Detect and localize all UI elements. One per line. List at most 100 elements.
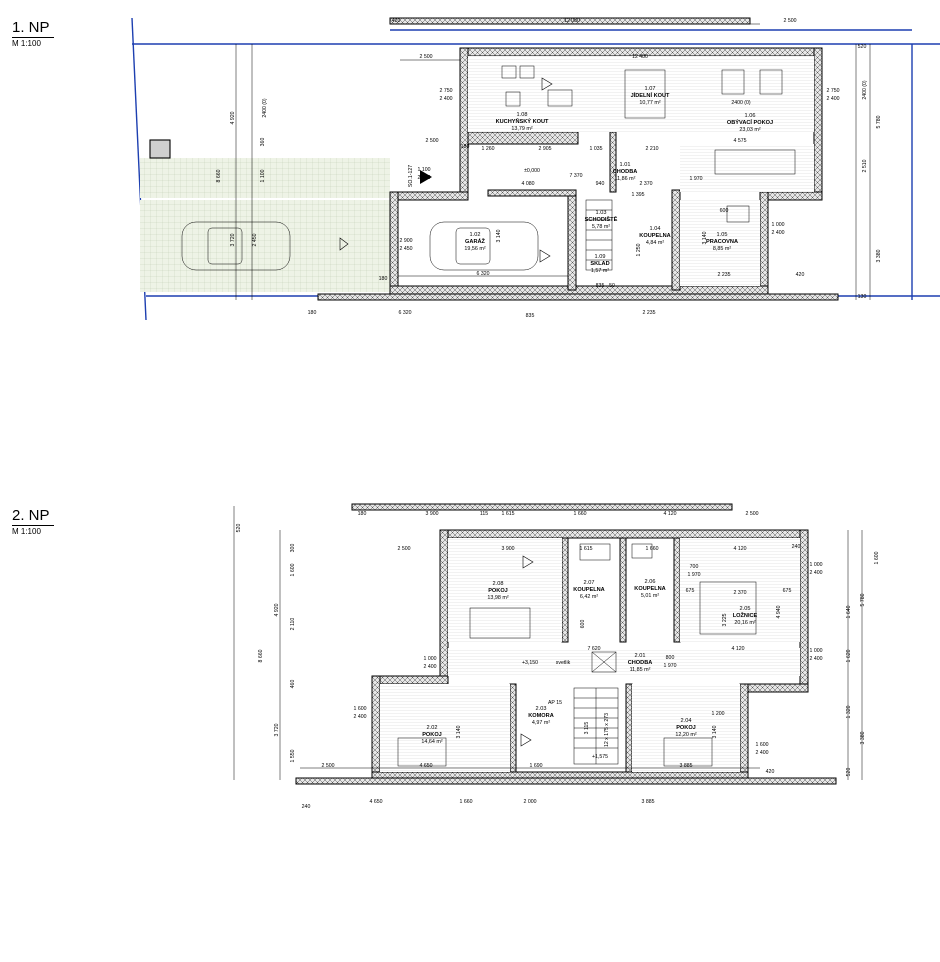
dimension-text: 2 450: [400, 246, 413, 252]
dimension-text: 4 120: [734, 546, 747, 552]
dimension-text: 5 780: [860, 593, 866, 606]
neighbor-wall: [351, 503, 733, 511]
dimension-text: 12 080: [564, 18, 580, 24]
dimension-text: 3 140: [456, 725, 462, 738]
bed: [469, 607, 531, 639]
svg-text:1.08: 1.08: [517, 112, 528, 118]
svg-text:1.07: 1.07: [645, 86, 656, 92]
dimension-text: 4 940: [776, 605, 782, 618]
sink: [505, 91, 521, 107]
wall-segment: [439, 529, 449, 677]
dimension-text: 4 920: [274, 603, 280, 616]
floor-1-title: 1. NP: [12, 20, 54, 38]
svg-text:23,03 m²: 23,03 m²: [739, 127, 760, 133]
dimension-text: 3 720: [230, 233, 236, 246]
dimension-text: 600: [720, 208, 729, 214]
wall-segment: [459, 47, 469, 199]
dimension-text: 2400 (0): [862, 80, 868, 100]
floor-1-scale: M 1:100: [12, 39, 41, 48]
svg-text:KOUPELNA: KOUPELNA: [573, 587, 604, 593]
dimension-text: 5 780: [876, 115, 882, 128]
room-label: 2.05 LOŽNICE 20,16 m²: [733, 606, 758, 626]
svg-text:11,85 m²: 11,85 m²: [630, 667, 651, 673]
entrance-arrow-icon: [420, 170, 432, 184]
svg-text:13,98 m²: 13,98 m²: [487, 595, 508, 601]
dimension-text: 2 370: [734, 590, 747, 596]
svg-text:LOŽNICE: LOŽNICE: [733, 611, 758, 619]
dimension-text: 130: [858, 294, 867, 300]
svg-text:8,85 m²: 8,85 m²: [713, 246, 731, 252]
dimension-text: 4 575: [734, 138, 747, 144]
dimension-text: 1 620: [846, 649, 852, 662]
dimension-text: 180: [379, 276, 388, 282]
stair-note: 12 x 175 x 273: [604, 713, 610, 747]
floor-2-title: 2. NP: [12, 508, 54, 526]
cooktop: [547, 89, 573, 107]
kitchen-chair: [501, 65, 517, 79]
dimension-text: 420: [392, 18, 401, 24]
svg-text:JÍDELNÍ KOUT: JÍDELNÍ KOUT: [631, 91, 670, 99]
svg-text:SKLAD: SKLAD: [590, 261, 609, 267]
svg-text:5,78 m²: 5,78 m²: [592, 224, 610, 230]
bathtub: [579, 543, 611, 561]
dimension-text: 1 660: [574, 511, 587, 517]
wall-segment: [389, 191, 399, 293]
dimension-text: 2 500: [322, 763, 335, 769]
staircase-1np: [585, 199, 613, 271]
level-mark: +1,575: [592, 754, 608, 760]
wall-segment: [759, 191, 769, 293]
level-mark: +3,150: [522, 660, 538, 666]
svg-text:1.04: 1.04: [650, 226, 661, 232]
dimension-text: 835: [526, 313, 535, 319]
svg-text:POKOJ: POKOJ: [488, 588, 508, 594]
dimension-text: 4 120: [664, 511, 677, 517]
svg-text:13,79 m²: 13,79 m²: [511, 126, 532, 132]
wall-segment: [619, 537, 627, 643]
dimension-text: 2 905: [539, 146, 552, 152]
dimension-text: 2400 (0): [262, 98, 268, 118]
driveway-paving: [140, 158, 390, 198]
shaft-label: svetlik: [556, 660, 571, 666]
dimension-text: 520: [236, 524, 242, 533]
svg-text:2.05: 2.05: [740, 606, 751, 612]
svg-text:2.08: 2.08: [493, 581, 504, 587]
dimension-text: 800: [666, 655, 675, 661]
svg-text:12,20 m²: 12,20 m²: [675, 732, 696, 738]
staircase-2np: [573, 687, 619, 765]
level-mark: ±0,000: [524, 168, 540, 174]
floor-2-title-block: 2. NP M 1:100: [12, 508, 54, 536]
dimension-text: 1 970: [690, 176, 703, 182]
dimension-text: 240: [302, 804, 311, 810]
bed: [699, 581, 757, 635]
room-label: 1.07 JÍDELNÍ KOUT 10,77 m²: [631, 86, 670, 106]
armchair: [759, 69, 783, 95]
dimension-text: 1 615: [580, 546, 593, 552]
dimension-text: 1 000: [810, 648, 823, 654]
wall-segment: [439, 529, 809, 539]
svg-text:KOUPELNA: KOUPELNA: [639, 233, 670, 239]
dimension-text: 2 370: [640, 181, 653, 187]
dimension-text: 420: [796, 272, 805, 278]
dimension-text: 520: [846, 768, 852, 777]
dimension-text: 1 100: [260, 169, 266, 182]
dimension-text: 4 080: [522, 181, 535, 187]
dimension-text: 3 140: [712, 725, 718, 738]
dimension-text: 1 600: [354, 706, 367, 712]
wall-segment: [609, 131, 617, 193]
neighbor-wall: [295, 777, 837, 785]
wall-segment: [509, 683, 517, 773]
dimension-text: 12 480: [632, 54, 648, 60]
dimension-text: 520: [858, 44, 867, 50]
dimension-text: 7 620: [588, 646, 601, 652]
driveway-paving: [140, 200, 390, 292]
svg-text:KOUPELNA: KOUPELNA: [634, 586, 665, 592]
dimension-text: 3 720: [274, 723, 280, 736]
room-label: 1.06 OBÝVACÍ POKOJ 23,03 m²: [727, 113, 773, 133]
svg-text:OBÝVACÍ POKOJ: OBÝVACÍ POKOJ: [727, 118, 773, 126]
svg-text:KUCHYŇSKÝ KOUT: KUCHYŇSKÝ KOUT: [496, 117, 549, 125]
dimension-text: 2 400: [756, 750, 769, 756]
living-area-floor: [680, 144, 814, 192]
section-arrow-icon: [520, 733, 532, 747]
dimension-text: 8 660: [216, 169, 222, 182]
